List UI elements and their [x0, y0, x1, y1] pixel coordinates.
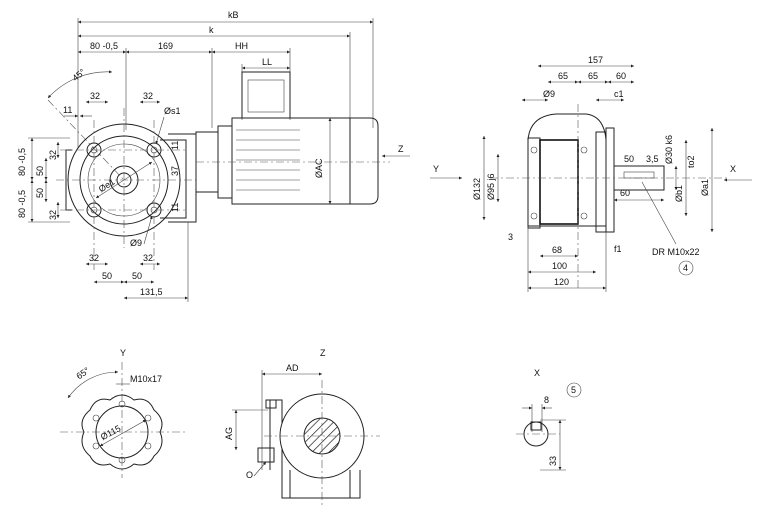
dim-ll: LL: [262, 57, 272, 67]
dim-60a: 60: [616, 71, 626, 81]
dim-33: 33: [548, 456, 558, 466]
dim-o132: Ø132: [472, 178, 482, 200]
dim-3: 3: [508, 232, 513, 242]
dim-68: 68: [552, 245, 562, 255]
dim-hh: HH: [235, 41, 248, 51]
dim-1315: 131,5: [140, 287, 163, 297]
dim-65a: 65: [558, 71, 568, 81]
dim-32f: 32: [143, 253, 153, 263]
flange-view-y: Y Ø115 65° M10x17: [60, 348, 186, 478]
dim-oac: ØAC: [314, 158, 324, 178]
dim-50d: 50: [132, 271, 142, 281]
dim-11a: 11: [63, 105, 72, 115]
dim-ad: AD: [286, 363, 299, 373]
dim-120: 120: [554, 277, 569, 287]
dim-35: 3,5: [646, 154, 659, 164]
dim-32a: 32: [90, 91, 100, 101]
dim-k: k: [209, 25, 214, 35]
dim-80a: 80 -0,5: [90, 41, 118, 51]
dim-o: O: [246, 470, 253, 480]
dim-32d: 32: [48, 210, 58, 220]
view-title-y: Y: [120, 348, 126, 358]
flange-y-outline: [81, 394, 163, 470]
dim-65b: 65: [588, 71, 598, 81]
dim-8: 8: [544, 395, 549, 405]
motor-body: [231, 117, 351, 205]
view-title-z: Z: [320, 348, 326, 358]
view-title-x: X: [534, 368, 540, 378]
dim-32c: 32: [48, 150, 58, 160]
dim-c1: c1: [614, 89, 624, 99]
view-arrow-y: Y: [433, 164, 439, 174]
callout-4: 4: [683, 263, 688, 273]
dim-oe1: Øe1: [97, 177, 117, 195]
side-view: 157 65 65 60 Ø9 c1 Y Ø132 Ø95 j6: [430, 55, 752, 292]
dim-f1: f1: [614, 244, 622, 254]
detail-view-x: X 5 8 33: [516, 368, 582, 471]
shaft-view-z: Z AD AG O: [224, 348, 380, 506]
dim-80b: 80 -0,5: [17, 148, 27, 176]
dim-32b: 32: [143, 91, 153, 101]
view-arrow-z: Z: [398, 144, 404, 154]
dim-37: 37: [170, 166, 180, 176]
dim-oa1: Øa1: [700, 179, 710, 196]
main-view: kB k 80 -0,5 169 HH LL 45°: [17, 10, 410, 302]
dim-169: 169: [158, 41, 173, 51]
dim-157: 157: [588, 55, 603, 65]
dim-100: 100: [552, 261, 567, 271]
dim-50-side: 50: [624, 154, 634, 164]
dim-os1: Øs1: [164, 106, 181, 116]
dim-ob1: Øb1: [674, 185, 684, 202]
dim-kb: kB: [228, 10, 239, 20]
dim-o115: Ø115: [99, 423, 123, 442]
dim-o95: Ø95 j6: [486, 173, 496, 200]
dim-ag: AG: [224, 427, 234, 440]
dim-to2: to2: [686, 155, 696, 168]
dim-80c: 80 -0,5: [17, 190, 27, 218]
dim-65deg: 65°: [74, 365, 91, 381]
dim-o30: Ø30 k6: [664, 135, 674, 164]
thread-label: DR M10x22: [652, 247, 700, 257]
dim-o9-side: Ø9: [543, 89, 555, 99]
dim-o9: Ø9: [130, 238, 142, 248]
dim-11b: 11: [170, 141, 180, 150]
thread-m10x17: M10x17: [130, 374, 162, 384]
callout-5: 5: [571, 385, 576, 395]
dim-60b: 60: [620, 188, 630, 198]
dim-11c: 11: [170, 203, 180, 212]
dim-50c: 50: [102, 271, 112, 281]
dim-32e: 32: [89, 253, 99, 263]
view-arrow-x: X: [730, 164, 736, 174]
terminal-box: [241, 71, 291, 119]
dim-50b: 50: [35, 188, 45, 198]
dim-50a: 50: [35, 166, 45, 176]
dim-45: 45°: [70, 67, 87, 84]
